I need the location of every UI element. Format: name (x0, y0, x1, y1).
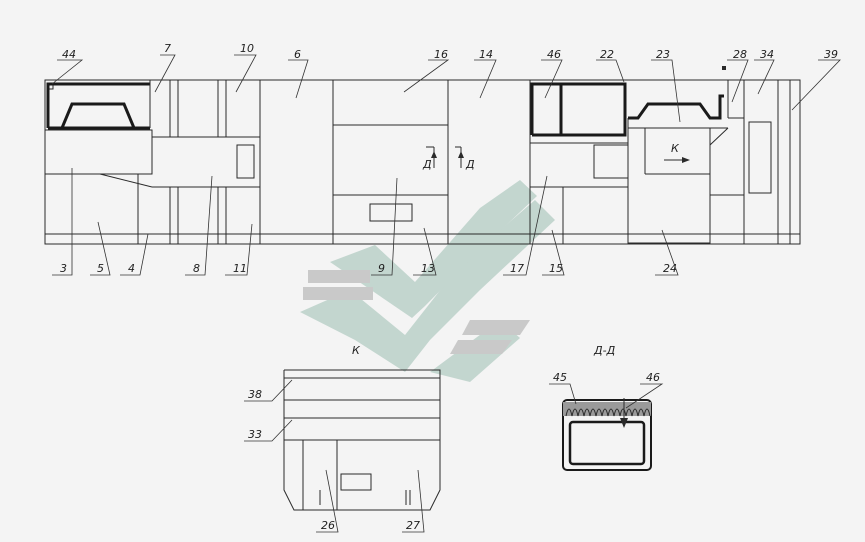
label-39: 39 (824, 48, 838, 61)
main-view-leaders (51, 54, 841, 276)
right-panel-window (748, 121, 772, 194)
label-28: 28 (733, 48, 747, 61)
label-46: 46 (547, 48, 561, 61)
label-45: 45 (553, 371, 567, 384)
label-33: 33 (248, 428, 262, 441)
watermark-chevron-upper (330, 180, 537, 318)
label-23: 23 (656, 48, 670, 61)
watermark-bar-4 (450, 340, 512, 354)
view-k: К 38 33 26 27 (244, 344, 441, 533)
label-7: 7 (164, 42, 171, 55)
watermark-bar-1 (308, 270, 370, 283)
label-10: 10 (240, 42, 254, 55)
panel-window-left (236, 144, 255, 179)
label-3: 3 (60, 262, 67, 275)
watermark-logo-icon (300, 180, 555, 382)
section-d-d-title: Д-Д (593, 344, 616, 357)
label-24: 24 (663, 262, 677, 275)
left-seat-back (60, 102, 136, 129)
label-4: 4 (128, 262, 135, 275)
label-cut-d-left: Д (422, 158, 432, 171)
label-38: 38 (248, 388, 262, 401)
section-d-d: Д-Д 45 46 (549, 344, 664, 471)
watermark-bar-2 (303, 287, 373, 300)
main-view-labels: 44 7 10 6 16 14 46 22 23 28 34 39 3 5 4 … (60, 42, 838, 275)
label-14: 14 (479, 48, 493, 61)
right-seat-back (628, 94, 724, 120)
label-44: 44 (62, 48, 76, 61)
section-hatch (563, 398, 651, 428)
label-34: 34 (760, 48, 774, 61)
label-6: 6 (294, 48, 301, 61)
left-frame (46, 82, 150, 128)
panel-window-right (593, 144, 629, 179)
watermark-chevron-lower (300, 200, 555, 372)
label-26: 26 (321, 519, 335, 532)
right-seat-block (627, 127, 711, 244)
label-22: 22 (600, 48, 614, 61)
watermark-bar-3 (462, 320, 530, 335)
view-k-title: К (352, 344, 361, 357)
label-9: 9 (378, 262, 385, 275)
label-5: 5 (97, 262, 104, 275)
part-46-frame (530, 82, 627, 137)
panel-window-center (369, 203, 413, 222)
label-17: 17 (510, 262, 524, 275)
label-46-section: 46 (646, 371, 660, 384)
label-8: 8 (193, 262, 200, 275)
label-27: 27 (406, 519, 420, 532)
main-plan-view (44, 66, 801, 245)
label-13: 13 (421, 262, 435, 275)
label-arrow-k: К (671, 142, 680, 155)
label-cut-d-right: Д (465, 158, 475, 171)
label-16: 16 (434, 48, 448, 61)
label-11: 11 (233, 262, 247, 275)
label-15: 15 (549, 262, 563, 275)
